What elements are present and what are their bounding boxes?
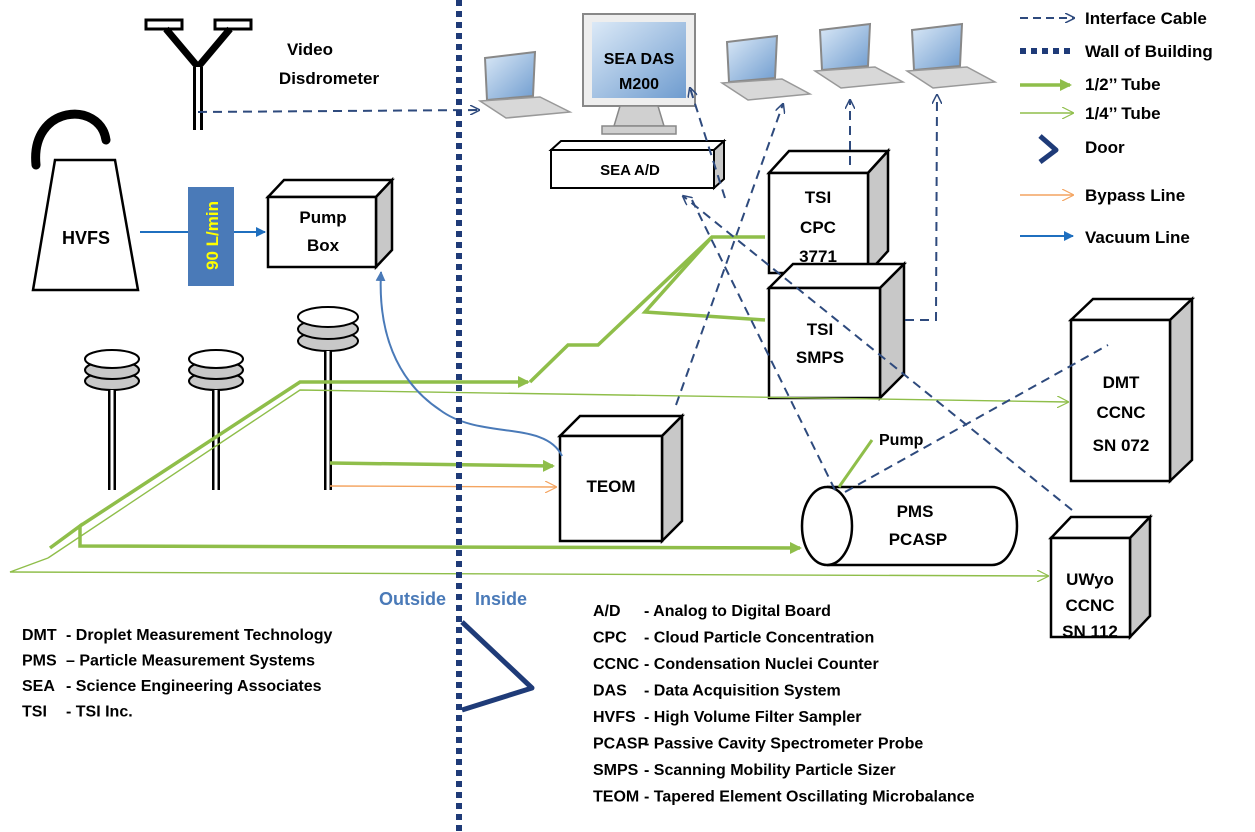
tsi-cpc-label-1: TSI xyxy=(805,188,831,207)
legend-interface-cable: Interface Cable xyxy=(1085,9,1207,28)
abbreviation-abbr: PCASP xyxy=(593,736,648,753)
tsi-cpc-label-3: 3771 xyxy=(799,247,837,266)
teom-pump-line xyxy=(375,271,563,457)
outside-label: Outside xyxy=(379,589,446,609)
pms-pcasp-label-2: PCASP xyxy=(889,530,948,549)
abbreviation-desc: - Scanning Mobility Particle Sizer xyxy=(644,762,896,779)
manufacturer-desc: - Science Engineering Associates xyxy=(66,678,322,695)
legend-symbols xyxy=(1020,18,1074,241)
laptop-icon-2 xyxy=(719,34,813,101)
tsi-smps-label-1: TSI xyxy=(807,320,833,339)
abbreviation-desc: - Cloud Particle Concentration xyxy=(644,630,874,647)
pump-exhaust-tube xyxy=(837,439,874,488)
teom-box xyxy=(556,412,686,545)
manufacturer-abbr: TSI xyxy=(22,704,47,721)
abbreviation-desc: - Condensation Nuclei Counter xyxy=(644,656,879,673)
flow-rate-label: 90 L/min xyxy=(203,201,222,270)
pump-box-label-1: Pump xyxy=(299,208,346,227)
laptop-icon-1 xyxy=(477,50,573,119)
legend-half-tube: 1/2’’ Tube xyxy=(1085,75,1161,94)
abbreviation-abbr: SMPS xyxy=(593,762,639,779)
uwyo-ccnc-label-2: CCNC xyxy=(1065,596,1114,615)
abbreviation-desc: - Passive Cavity Spectrometer Probe xyxy=(644,736,923,753)
inlet-stack-3 xyxy=(297,306,359,490)
uwyo-ccnc-box xyxy=(1048,513,1153,641)
manufacturer-desc: - TSI Inc. xyxy=(66,704,133,721)
teom-label: TEOM xyxy=(586,477,635,496)
dmt-ccnc-label-2: CCNC xyxy=(1096,403,1145,422)
manufacturer-abbr: PMS xyxy=(22,653,57,670)
abbreviation-abbr: HVFS xyxy=(593,709,636,726)
tsi-cpc-box xyxy=(766,147,891,277)
abbreviation-abbr: DAS xyxy=(593,683,627,700)
abbreviation-abbr: CCNC xyxy=(593,656,640,673)
manufacturer-desc: - Droplet Measurement Technology xyxy=(66,627,333,644)
inside-label: Inside xyxy=(475,589,527,609)
laptop-icon-4 xyxy=(904,22,998,89)
legend-vacuum: Vacuum Line xyxy=(1085,228,1190,247)
pump-box-label-2: Box xyxy=(307,236,340,255)
sea-das-label-1: SEA DAS xyxy=(604,51,675,68)
legend-quarter-tube: 1/4’’ Tube xyxy=(1085,104,1161,123)
sea-ad-label: SEA A/D xyxy=(600,162,660,179)
abbreviation-abbr: A/D xyxy=(593,603,621,620)
interface-cables xyxy=(197,88,1109,511)
monitor-icon xyxy=(582,13,696,135)
abbreviation-desc: - High Volume Filter Sampler xyxy=(644,709,862,726)
video-disdrometer-label-2: Disdrometer xyxy=(279,69,380,88)
manufacturer-abbr: SEA xyxy=(22,678,55,695)
abbreviation-abbr: TEOM xyxy=(593,789,639,806)
tsi-cpc-label-2: CPC xyxy=(800,218,836,237)
pump-box xyxy=(265,176,395,271)
flow-rate-badge xyxy=(188,187,234,286)
uwyo-ccnc-label-3: SN 112 xyxy=(1062,622,1118,641)
bypass-line xyxy=(329,486,556,487)
legend-door: Door xyxy=(1085,138,1125,157)
abbreviation-abbr: CPC xyxy=(593,630,627,647)
tsi-smps-box xyxy=(765,260,908,402)
inlet-stack-1 xyxy=(84,349,140,490)
abbreviation-desc: - Analog to Digital Board xyxy=(644,603,831,620)
video-disdrometer-label-1: Video xyxy=(287,40,333,59)
pump-label: Pump xyxy=(879,432,924,449)
hvfs-label: HVFS xyxy=(62,228,110,248)
manufacturer-abbr: DMT xyxy=(22,627,57,644)
video-disdrometer-icon xyxy=(144,18,253,130)
legend-wall: Wall of Building xyxy=(1085,42,1213,61)
manufacturer-desc: – Particle Measurement Systems xyxy=(66,653,315,670)
inlet-stack-2 xyxy=(188,349,244,490)
legend-bypass: Bypass Line xyxy=(1085,186,1185,205)
dmt-ccnc-label-3: SN 072 xyxy=(1093,436,1150,455)
door-symbol xyxy=(460,620,535,713)
laptop-icon-3 xyxy=(812,22,906,89)
hvfs-sampler xyxy=(31,109,140,292)
sea-das-label-2: M200 xyxy=(619,76,659,93)
dmt-ccnc-box xyxy=(1067,296,1196,484)
abbreviation-desc: - Data Acquisition System xyxy=(644,683,841,700)
sea-ad-board xyxy=(548,138,727,191)
pms-pcasp-cylinder xyxy=(800,485,1019,567)
quarter-inch-tubes xyxy=(9,389,1068,576)
tsi-smps-label-2: SMPS xyxy=(796,348,844,367)
dmt-ccnc-label-1: DMT xyxy=(1103,373,1140,392)
abbreviation-desc: - Tapered Element Oscillating Microbalan… xyxy=(644,789,975,806)
pms-pcasp-label-1: PMS xyxy=(897,502,934,521)
uwyo-ccnc-label-1: UWyo xyxy=(1066,570,1114,589)
